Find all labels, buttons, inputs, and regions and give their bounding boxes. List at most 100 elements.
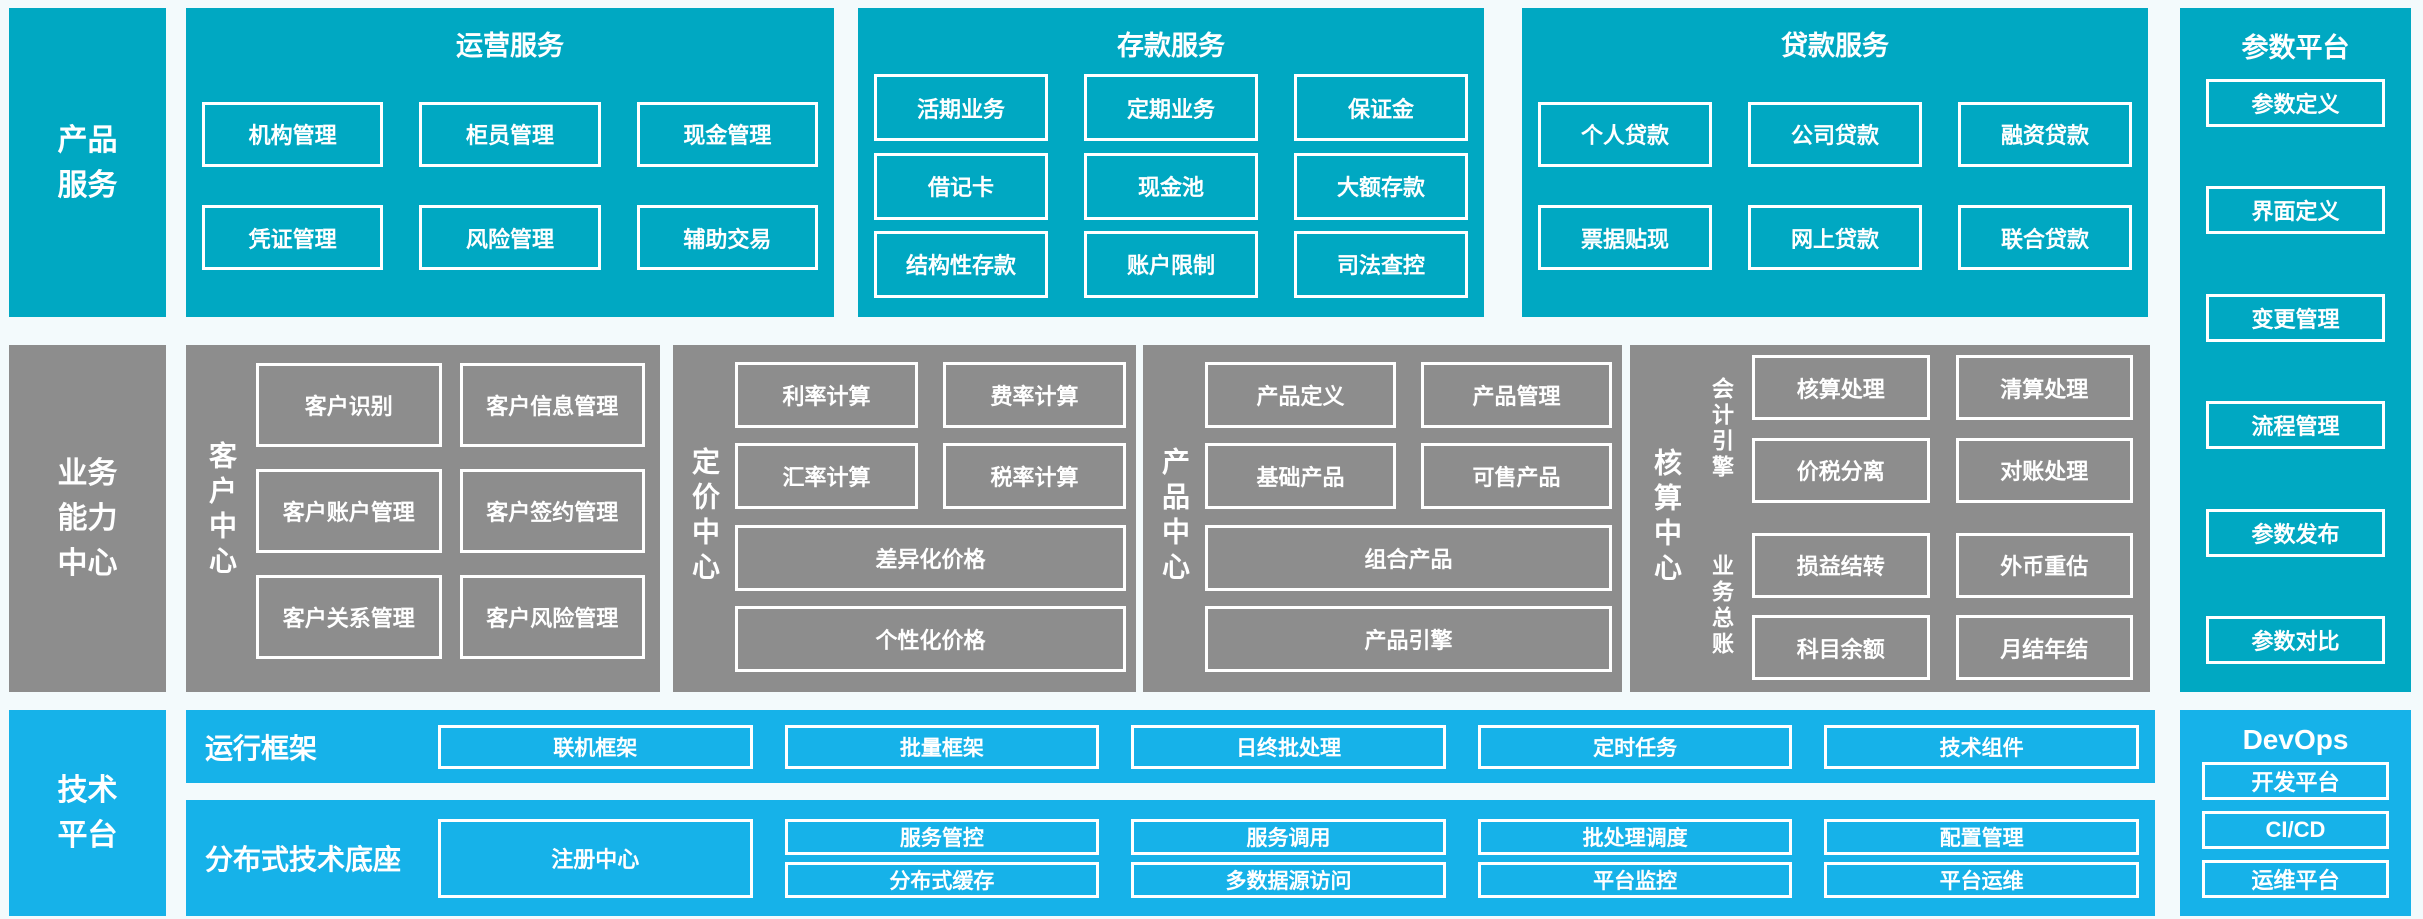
diagram-box: 日终批处理 — [1131, 724, 1446, 769]
section-loan-services-title: 贷款服务 — [1781, 31, 1889, 61]
diagram-box: 融资贷款 — [1958, 101, 2132, 167]
side-label-business-capability-center: 业务 能力 中心 — [9, 345, 166, 692]
section-devops-title: DevOps — [2242, 724, 2349, 755]
diagram-box: 服务管控 — [784, 818, 1100, 855]
section-pricing-center: 定价中心 利率计算 费率计算 汇率计算 税率计算 差异化价格 个性化价格 — [673, 345, 1136, 692]
distributed-base-boxes: 注册中心 服务管控 分布式缓存 服务调用 多数据源访问 批处理调度 平台监控 配… — [438, 818, 2155, 898]
diagram-box: 产品定义 — [1205, 362, 1396, 428]
diagram-box: 凭证管理 — [202, 205, 384, 271]
diagram-box: 界面定义 — [2206, 186, 2385, 235]
diagram-box: 对账处理 — [1955, 437, 2133, 503]
distributed-base-label: 分布式技术底座 — [205, 844, 402, 875]
diagram-box: 客户风险管理 — [459, 575, 645, 659]
diagram-box: 运维平台 — [2202, 860, 2389, 898]
business-ledger-boxes: 损益结转 外币重估 科目余额 月结年结 — [1752, 532, 2133, 680]
diagram-box: 产品管理 — [1421, 362, 1612, 428]
side-label-tech-platform: 技术 平台 — [9, 710, 166, 916]
diagram-box: 柜员管理 — [419, 101, 601, 167]
registry-column: 注册中心 — [438, 818, 753, 898]
diagram-box: 账户限制 — [1084, 230, 1258, 298]
diagram-box: 辅助交易 — [636, 205, 818, 271]
business-ledger-vertical-label: 业务总账 — [1709, 554, 1734, 659]
diagram-box: 产品引擎 — [1205, 605, 1612, 672]
product-center-vertical-label: 产品中心 — [1159, 447, 1190, 587]
diagram-box: 客户信息管理 — [459, 363, 645, 447]
diagram-box: 批量框架 — [784, 724, 1100, 769]
diagram-box: 活期业务 — [874, 74, 1048, 142]
accounting-engine-vertical-label: 会计引擎 — [1709, 376, 1734, 481]
diagram-box: 司法查控 — [1294, 230, 1468, 298]
business-ledger-group: 业务总账 损益结转 外币重估 科目余额 月结年结 — [1690, 532, 2133, 680]
diagram-box: 客户签约管理 — [459, 469, 645, 553]
diagram-box: 价税分离 — [1752, 437, 1930, 503]
diagram-box: 公司贷款 — [1748, 101, 1922, 167]
diagram-box: 科目余额 — [1752, 615, 1930, 680]
diagram-box: 利率计算 — [735, 362, 918, 428]
section-devops: DevOps 开发平台 CI/CD 运维平台 — [2180, 710, 2411, 916]
section-parameter-platform: 参数平台 参数定义 界面定义 变更管理 流程管理 参数发布 参数对比 — [2180, 8, 2411, 692]
diagram-box: 参数对比 — [2206, 615, 2385, 664]
diagram-box: 联机框架 — [438, 724, 753, 769]
diagram-box: 税率计算 — [943, 443, 1126, 510]
side-label-product-services: 产品 服务 — [9, 8, 166, 317]
runtime-framework-label: 运行框架 — [205, 732, 318, 764]
pricing-center-boxes: 利率计算 费率计算 汇率计算 税率计算 差异化价格 个性化价格 — [735, 362, 1126, 672]
section-operation-services-title: 运营服务 — [456, 31, 564, 61]
diagram-box: 技术组件 — [1824, 724, 2139, 769]
accounting-center-body: 会计引擎 核算处理 清算处理 价税分离 对账处理 业务总账 损益结转 — [1690, 355, 2133, 680]
diagram-box: 个性化价格 — [735, 605, 1126, 672]
diagram-box: 机构管理 — [202, 101, 384, 167]
diagram-box: 结构性存款 — [874, 230, 1048, 298]
diagram-box: 差异化价格 — [735, 524, 1126, 591]
diagram-box: 个人贷款 — [1538, 101, 1712, 167]
diagram-box: 联合贷款 — [1958, 205, 2132, 271]
diagram-box: 组合产品 — [1205, 524, 1612, 591]
diagram-box: 网上贷款 — [1748, 205, 1922, 271]
diagram-box: 风险管理 — [419, 205, 601, 271]
accounting-center-vertical-label: 核算中心 — [1651, 447, 1682, 588]
section-operation-services: 运营服务 机构管理 柜员管理 现金管理 凭证管理 风险管理 辅助交易 — [186, 8, 834, 317]
diagram-box: 服务调用 — [1131, 818, 1446, 855]
diagram-box: 清算处理 — [1955, 355, 2133, 420]
devops-items: 开发平台 CI/CD 运维平台 — [2202, 762, 2389, 916]
diagram-box: 客户关系管理 — [256, 575, 442, 659]
diagram-box: 保证金 — [1294, 74, 1468, 142]
diagram-box: 平台监控 — [1477, 861, 1793, 898]
product-center-boxes: 产品定义 产品管理 基础产品 可售产品 组合产品 产品引擎 — [1205, 362, 1612, 672]
section-product-center: 产品中心 产品定义 产品管理 基础产品 可售产品 组合产品 产品引擎 — [1143, 345, 1622, 692]
section-parameter-platform-title: 参数平台 — [2241, 33, 2350, 63]
diagram-box: CI/CD — [2202, 811, 2389, 849]
section-customer-center: 客户中心 客户识别 客户信息管理 客户账户管理 客户签约管理 客户关系管理 客户… — [186, 345, 660, 692]
diagram-box: 定期业务 — [1084, 74, 1258, 142]
diagram-box: 现金管理 — [636, 101, 818, 167]
pricing-center-vertical-label: 定价中心 — [689, 447, 720, 587]
diagram-box: 可售产品 — [1421, 443, 1612, 510]
diagram-box: 核算处理 — [1752, 355, 1930, 420]
diagram-box: 注册中心 — [438, 818, 753, 898]
runtime-framework-boxes: 联机框架 批量框架 日终批处理 定时任务 技术组件 — [438, 724, 2155, 769]
customer-center-boxes: 客户识别 客户信息管理 客户账户管理 客户签约管理 客户关系管理 客户风险管理 — [256, 363, 645, 659]
section-loan-services-rows: 个人贷款 公司贷款 融资贷款 票据贴现 网上贷款 联合贷款 — [1538, 63, 2132, 317]
distributed-column: 服务管控 分布式缓存 — [784, 818, 1100, 898]
diagram-box: 定时任务 — [1477, 724, 1793, 769]
diagram-box: 分布式缓存 — [784, 861, 1100, 898]
diagram-box: 票据贴现 — [1538, 205, 1712, 271]
section-deposit-services-title: 存款服务 — [1117, 31, 1225, 61]
diagram-box: 参数定义 — [2206, 79, 2385, 127]
diagram-box: 损益结转 — [1752, 532, 1930, 598]
section-deposit-services-rows: 活期业务 定期业务 保证金 借记卡 现金池 大额存款 结构性存款 账户限制 司法… — [874, 63, 1468, 317]
diagram-box: 外币重估 — [1955, 532, 2133, 598]
band-distributed-base: 分布式技术底座 注册中心 服务管控 分布式缓存 服务调用 多数据源访问 批处理调… — [186, 800, 2155, 916]
distributed-column: 配置管理 平台运维 — [1824, 818, 2139, 898]
diagram-box: 客户识别 — [256, 363, 442, 447]
diagram-box: 平台运维 — [1824, 861, 2139, 898]
diagram-box: 配置管理 — [1824, 818, 2139, 855]
diagram-box: 开发平台 — [2202, 762, 2389, 800]
diagram-box: 参数发布 — [2206, 508, 2385, 557]
diagram-box: 现金池 — [1084, 152, 1258, 220]
diagram-box: 多数据源访问 — [1131, 861, 1446, 898]
accounting-engine-group: 会计引擎 核算处理 清算处理 价税分离 对账处理 — [1690, 355, 2133, 503]
diagram-box: 汇率计算 — [735, 443, 918, 510]
diagram-box: 大额存款 — [1294, 152, 1468, 220]
